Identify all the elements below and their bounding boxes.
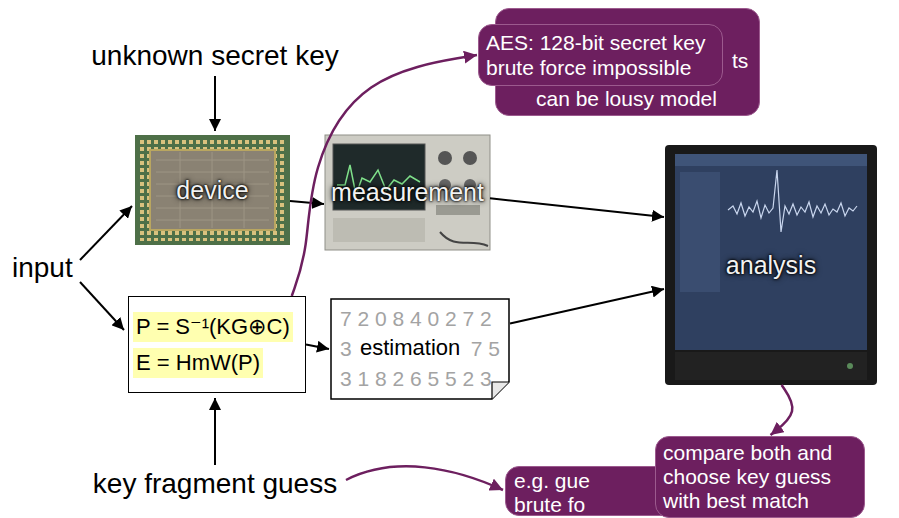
leader-lines [80,76,503,490]
sheet-title: estimation [360,335,460,361]
scope-body [325,135,490,250]
scope-buttons [436,205,480,215]
estimate-row: 3 [340,336,352,362]
chip-photo [135,135,290,245]
paper-sheet [331,299,509,399]
bond-pads [139,139,286,241]
callout-box: AES: 128-bit secret key brute force impo… [478,24,723,86]
scope-knob [438,151,452,165]
estimate-row: 3 1 8 2 6 5 5 2 3 [340,366,492,392]
monitor-bezel [665,145,877,385]
monitor-photo [665,145,877,385]
chip-die [135,135,290,245]
window-bar [675,154,867,166]
flow-arrow [306,345,329,350]
flow-arrow [490,198,664,217]
estimation-sheet: 7 2 0 8 4 0 2 7 2 3 estimation 7 5 3 1 8 2 6… [330,298,510,400]
callout-text: brute fo [514,493,585,517]
formula-box: P = S⁻¹(KG⊕C) E = HmW(P) [128,296,306,393]
estimate-row: 7 5 [471,336,500,362]
device-photo: device [135,135,290,245]
guess-arrow [214,398,216,465]
paper-fold [492,382,509,399]
key-arrow [214,76,216,131]
input-arrow [80,206,132,260]
probe-cable [440,232,488,246]
scope-panel [333,218,425,242]
annotation-label: unknown secret key [65,40,365,72]
callout-pointer [292,55,477,296]
correlation-trace [728,170,857,232]
monitor-chin [675,352,867,380]
annotation-label: key fragment guess [65,468,365,500]
monitor-screen [675,154,867,350]
callout-text: can be lousy model [536,87,717,111]
chip-texture [156,152,269,228]
power-light [847,363,853,369]
annotation-label: input [12,252,73,284]
estimate-row: 7 2 0 8 4 0 2 7 2 [340,306,492,332]
callout-text: ts [732,49,748,73]
analysis-photo: analysis [665,145,877,385]
photo-caption: analysis [726,251,816,280]
scope-knob [463,151,477,165]
callout-box: compare both and choose key guess with b… [655,436,865,518]
flow-arrow [510,289,664,324]
callout-pointer [346,466,503,490]
formula-text: E = HmW(P) [133,348,263,378]
flow-arrow [290,201,324,204]
oscilloscope-photo [325,135,490,250]
photo-caption: device [176,176,248,205]
callout-text: AES: 128-bit secret key brute force impo… [486,30,715,80]
input-arrow [80,282,124,330]
measurement-photo: measurement [325,135,490,250]
callout-pointer [771,385,793,435]
photo-caption: measurement [331,178,484,207]
formula-text: P = S⁻¹(KG⊕C) [133,312,293,342]
chip-core [150,150,275,230]
window-panel [680,172,720,292]
callout-text: e.g. gue [514,469,590,493]
callout-text: compare both and choose key guess with b… [663,441,857,513]
